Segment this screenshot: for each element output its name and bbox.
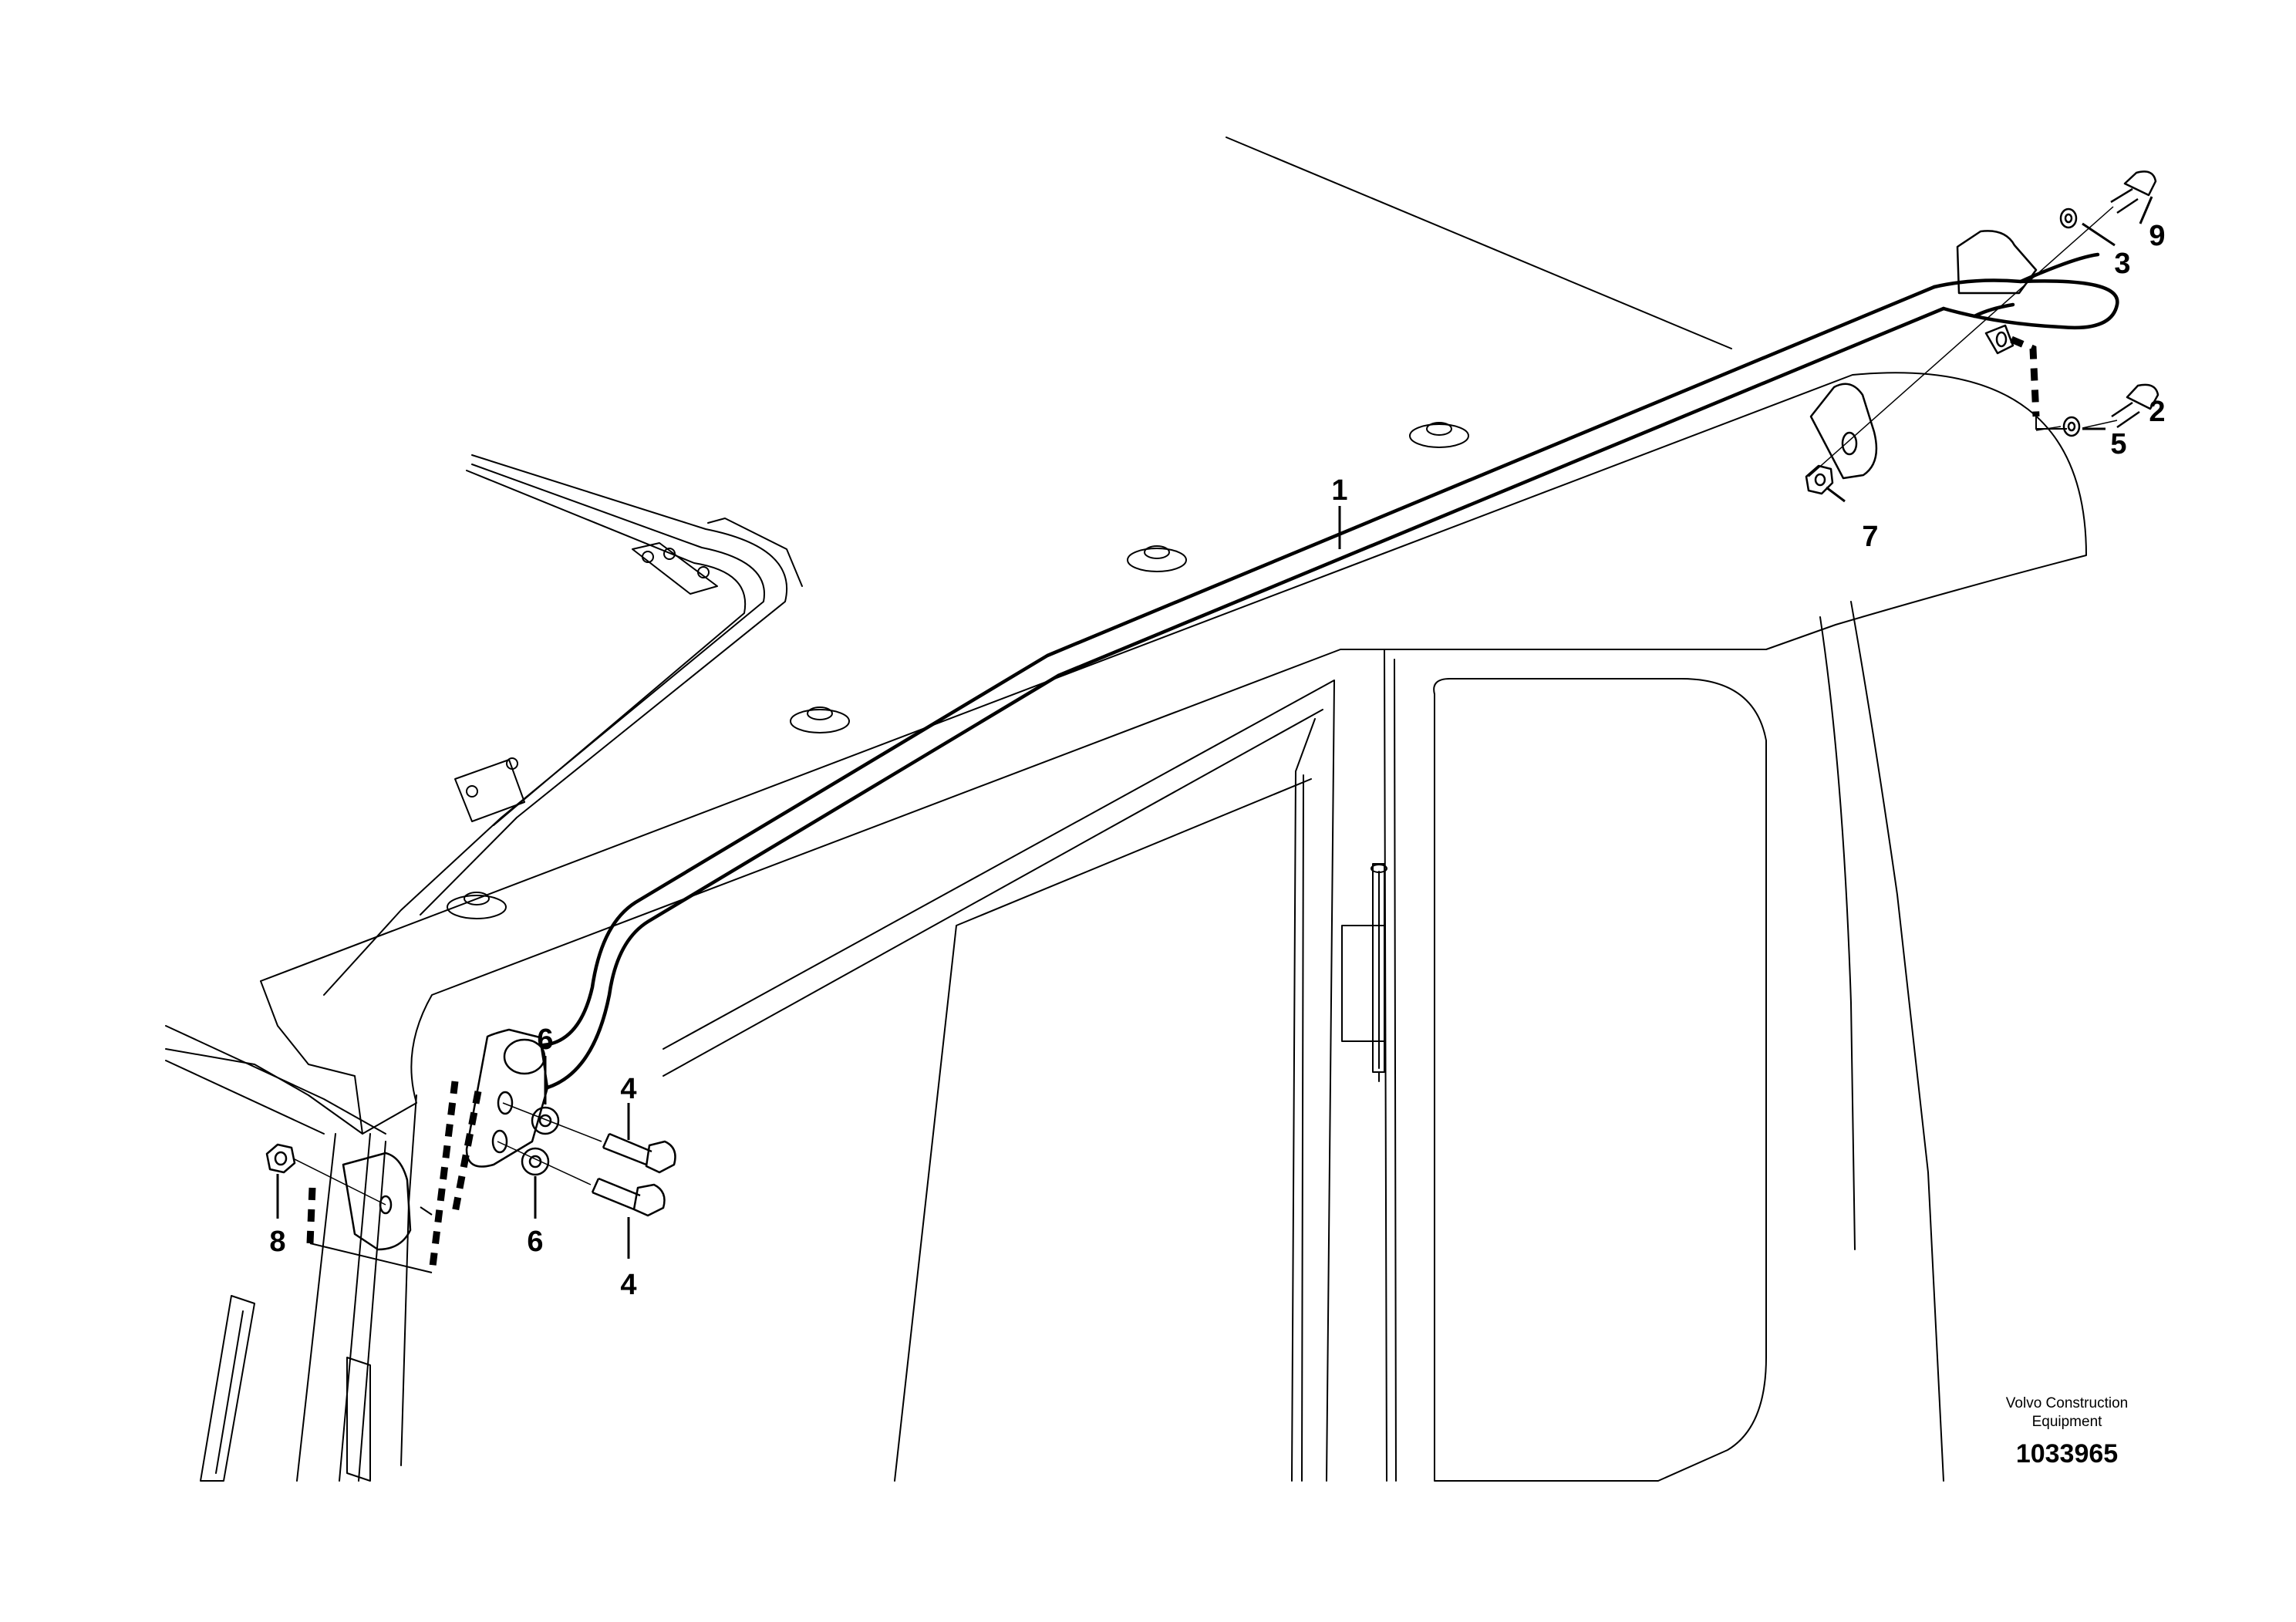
washer-6-lower [521,1147,550,1176]
callout-7: 7 [1862,521,1878,553]
bolt-4-upper [602,1132,676,1174]
rear-rail-bracket [1809,383,1878,480]
roof-mount-dome [807,706,833,720]
front-rail-bracket-hole [497,1091,514,1115]
roof-frame-rail [707,518,803,587]
rear-rail-bracket [1984,324,2014,355]
door-glass [1433,678,1767,1482]
bolt-head [697,566,710,578]
nut-8 [274,1151,288,1166]
roof-bracket-plate [632,542,718,595]
callout-5: 5 [2110,428,2126,460]
callout-8: 8 [269,1226,285,1258]
manufacturer-line-2: Equipment [2031,1414,2102,1430]
nut-7 [1814,473,1826,487]
washer-5 [2062,416,2081,437]
roof-mount-dome [1409,423,1469,448]
roof-mount-dome [790,709,850,733]
callout-3: 3 [2114,248,2130,280]
window-frame [1291,718,1316,1482]
dashed-guide-link [420,1206,433,1216]
rear-rail-bracket-hole [1841,431,1858,456]
rear-rail-bracket [1956,230,2038,295]
cab-front-corner [165,1025,386,1135]
dashed-guide [306,1187,316,1244]
roof-bracket-plate [454,759,525,822]
front-bracket [346,1357,371,1482]
door-edge [1819,616,1856,1250]
callout-2: 2 [2149,396,2165,428]
window-frame [663,679,1335,1482]
cab-front-pillar [296,1133,386,1482]
roof-frame-rail [466,470,747,826]
cab-roof-lip [260,372,2087,1135]
nut-7 [1805,464,1834,495]
bolt-head [466,785,478,798]
washer-3 [2059,207,2078,229]
nut-8 [265,1143,296,1174]
rear-rail-bracket-hole [1995,331,2008,348]
callout-9: 9 [2149,220,2165,252]
roof-frame-rail [323,464,765,996]
roof-mount-dome [447,895,507,919]
assembly-guide [2082,420,2118,429]
dashed-guide-link [2035,416,2067,430]
washer-5 [2067,421,2076,432]
door-frame [1384,649,1397,1482]
roof-frame-rail [420,454,788,916]
cab-front-pillar [400,1094,417,1466]
frame-lug-hole [379,1195,393,1215]
callout-4-lower: 4 [620,1269,636,1301]
leader-9 [2139,196,2153,224]
washer-6-upper [531,1106,560,1135]
assembly-guide [292,1158,386,1206]
assembly-guide [1808,206,2114,477]
bolt-head [663,548,676,560]
bolt-4-lower [591,1177,666,1217]
handrail [541,252,2119,1090]
callout-6-lower: 6 [527,1226,543,1258]
dashed-guide [428,1081,459,1273]
door-hinge [1371,864,1387,873]
manufacturer-line-1: Volvo Construction [2005,1395,2129,1411]
washer-6-upper [538,1114,552,1128]
roof-mount-dome [1426,422,1452,436]
callout-6-upper: 6 [537,1023,553,1056]
assembly-guide [497,1141,592,1185]
cab-front-corner [165,980,363,1135]
roof-edge [1226,137,1732,349]
callout-1: 1 [1331,474,1347,507]
bolt-9 [2110,170,2157,214]
manufacturer-credit: Volvo Construction Equipment [1951,1394,2183,1431]
drawing-number: 1033965 [2015,1439,2119,1469]
window-frame [663,709,1323,1077]
bolt-head [642,551,654,563]
window-frame [894,778,1312,1482]
leader-7 [1826,486,1846,503]
roof-mount-dome [1127,548,1187,572]
bolt-2 [2111,383,2159,429]
bolt-head [506,757,518,770]
washer-3 [2064,213,2073,224]
roof-mount-dome [1144,545,1170,559]
door-edge [1850,601,1944,1482]
door-hinge [1341,925,1385,1042]
dashed-guide-link [309,1243,433,1273]
dashed-guide [2010,336,2040,417]
leader-3 [2082,222,2116,247]
callout-4-upper: 4 [620,1073,636,1105]
wiper-arm [200,1295,255,1482]
frame-lug [342,1152,412,1251]
assembly-guide [502,1102,602,1142]
roof-mount-dome [464,892,490,905]
door-hinge [1372,863,1385,1073]
front-rail-bracket-hole [491,1129,508,1154]
